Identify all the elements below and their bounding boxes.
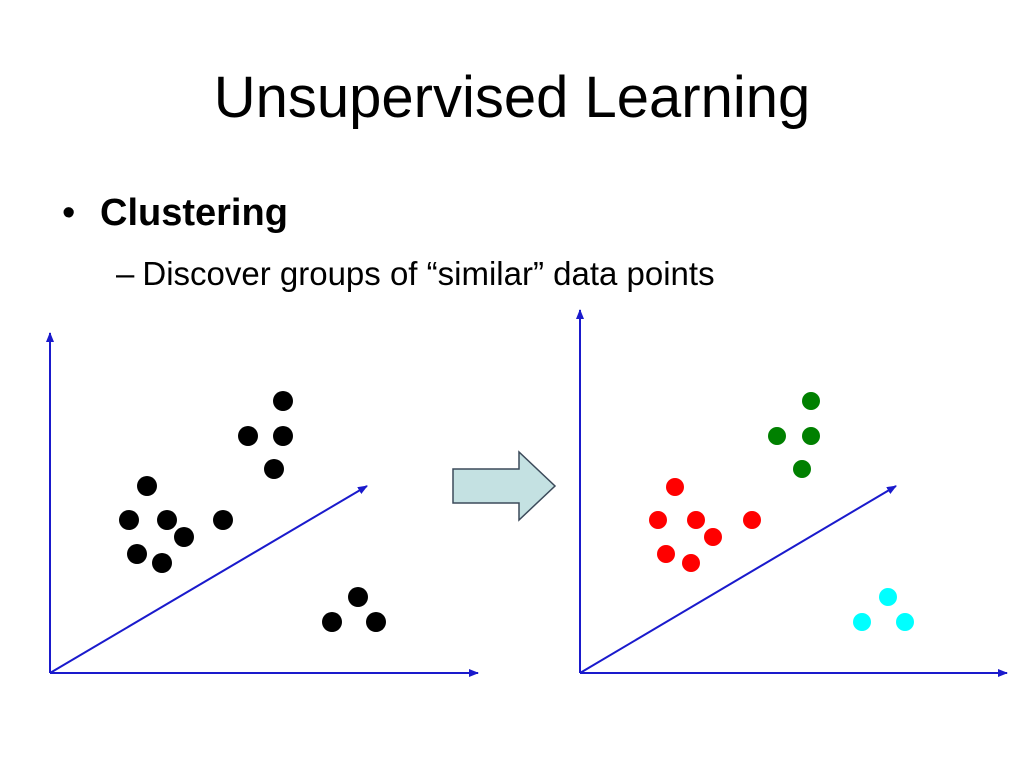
data-point bbox=[649, 511, 667, 529]
sub-bullet: –Discover groups of “similar” data point… bbox=[116, 253, 715, 295]
data-point bbox=[152, 553, 172, 573]
data-point bbox=[687, 511, 705, 529]
data-point bbox=[802, 427, 820, 445]
data-point bbox=[273, 391, 293, 411]
data-point bbox=[666, 478, 684, 496]
before-axes bbox=[46, 332, 479, 677]
data-point bbox=[273, 426, 293, 446]
data-point bbox=[743, 511, 761, 529]
after-axes bbox=[576, 309, 1008, 677]
slide-title: Unsupervised Learning bbox=[213, 65, 811, 130]
transform-arrow bbox=[452, 450, 557, 522]
data-point bbox=[896, 613, 914, 631]
data-point bbox=[213, 510, 233, 530]
before-plot bbox=[46, 332, 479, 677]
right-arrow-icon bbox=[452, 450, 557, 522]
data-point bbox=[137, 476, 157, 496]
before-points bbox=[119, 391, 386, 632]
bullet-marker: • bbox=[62, 192, 76, 234]
data-point bbox=[348, 587, 368, 607]
data-point bbox=[157, 510, 177, 530]
data-point bbox=[853, 613, 871, 631]
data-point bbox=[879, 588, 897, 606]
before-z-axis bbox=[49, 485, 368, 674]
cluster-red bbox=[649, 478, 761, 572]
data-point bbox=[802, 392, 820, 410]
sub-bullet-text: Discover groups of “similar” data points bbox=[142, 255, 715, 292]
after-plot bbox=[576, 309, 1008, 677]
cluster-green bbox=[768, 392, 820, 478]
data-point bbox=[682, 554, 700, 572]
cluster-cyan bbox=[853, 588, 914, 631]
data-point bbox=[793, 460, 811, 478]
data-point bbox=[657, 545, 675, 563]
data-point bbox=[768, 427, 786, 445]
after-z-axis bbox=[579, 485, 897, 674]
data-point bbox=[238, 426, 258, 446]
data-point bbox=[127, 544, 147, 564]
data-point bbox=[366, 612, 386, 632]
data-point bbox=[174, 527, 194, 547]
bullet-text: Clustering bbox=[100, 192, 288, 234]
data-point bbox=[264, 459, 284, 479]
data-point bbox=[119, 510, 139, 530]
data-point bbox=[704, 528, 722, 546]
sub-bullet-dash: – bbox=[116, 255, 135, 292]
data-point bbox=[322, 612, 342, 632]
bullet-clustering: • Clustering bbox=[62, 190, 288, 236]
